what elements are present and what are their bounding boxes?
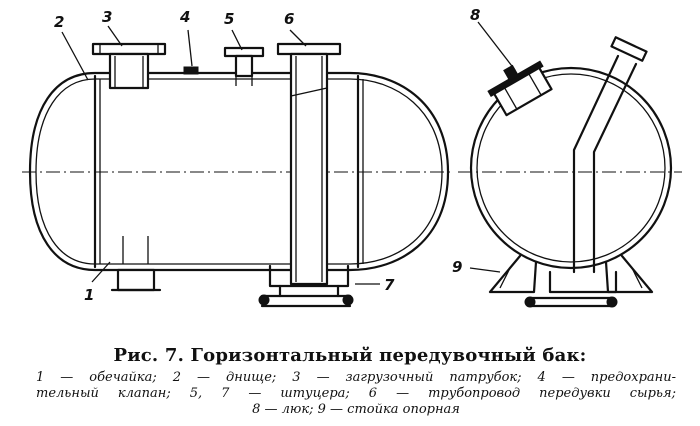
label-2: 2	[54, 13, 64, 31]
legend-line-1: 1 — обечайка; 2 — днище; 3 — загрузочный…	[36, 370, 676, 385]
end-view: 8 9	[452, 6, 682, 308]
label-5: 5	[224, 10, 234, 28]
side-view: 2 3 4 5 6 7 1	[22, 8, 450, 308]
safety-valve	[183, 66, 199, 75]
legend-line-2: тельный клапан; 5, 7 — штуцера; 6 — труб…	[36, 386, 676, 401]
figure-legend: 1 — обечайка; 2 — днище; 3 — загрузочный…	[36, 370, 676, 418]
vessel-circle-inner	[476, 73, 666, 263]
leader-9	[469, 267, 501, 273]
label-8: 8	[470, 6, 480, 24]
label-9: 9	[452, 258, 462, 276]
fitting-top	[223, 46, 265, 86]
legend-line-3: 8 — люк; 9 — стойка опорная	[252, 402, 460, 417]
label-7: 7	[384, 276, 395, 294]
label-3: 3	[102, 8, 112, 26]
side-view-leaders	[61, 25, 380, 285]
transfer-pipe-end-view	[524, 36, 648, 308]
shell-outer	[28, 71, 450, 272]
tank-drawing: 2 3 4 5 6 7 1	[22, 6, 682, 308]
support-leg-left	[488, 254, 538, 294]
bottom-fitting-left	[110, 236, 162, 292]
label-6: 6	[284, 10, 294, 28]
label-1: 1	[84, 286, 94, 304]
bottom-fitting-assembly	[258, 264, 354, 308]
transfer-pipe	[276, 42, 342, 286]
figure-caption-title: Рис. 7. Горизонтальный передувочный бак:	[113, 345, 587, 366]
vessel-circle-outer	[469, 66, 673, 270]
shell-inner	[35, 78, 443, 265]
label-4: 4	[179, 8, 190, 26]
loading-nozzle	[91, 42, 167, 90]
leader-8	[477, 21, 516, 71]
manhole	[487, 60, 553, 117]
support-leg-right	[604, 254, 654, 294]
